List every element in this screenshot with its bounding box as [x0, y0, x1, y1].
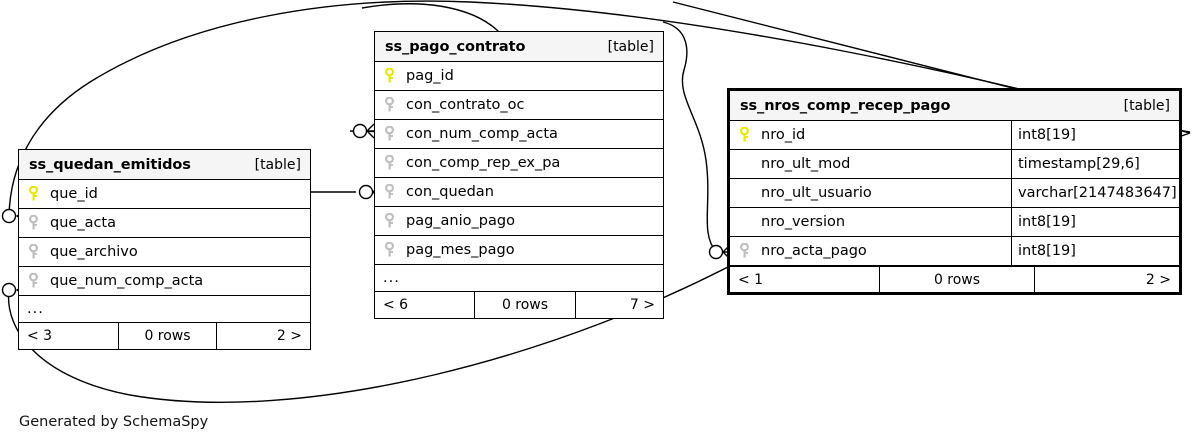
zero-marker [708, 244, 724, 260]
next-page-button[interactable]: 2 > [276, 328, 302, 344]
row-count-label: 0 rows [119, 323, 217, 349]
zero-marker [352, 123, 368, 139]
table-row[interactable]: que_id [19, 180, 310, 209]
column-cell: nro_ult_mod [730, 150, 1012, 178]
table-row[interactable]: con_contrato_oc [375, 91, 663, 120]
foreign-key-icon [384, 213, 406, 229]
primary-key-icon [384, 68, 406, 84]
table-ss-quedan-emitidos[interactable]: ss_quedan_emitidos [table] que_id que_ac… [18, 149, 311, 350]
column-cell: que_archivo [19, 238, 310, 266]
foreign-key-icon [28, 273, 50, 289]
column-cell: nro_id [730, 121, 1012, 149]
table-header: ss_nros_comp_recep_pago [table] [730, 91, 1179, 121]
table-footer: < 6 0 rows 7 > [375, 292, 663, 318]
foreign-key-icon [384, 155, 406, 171]
prev-page-button[interactable]: < 1 [730, 267, 880, 292]
column-cell: con_num_comp_acta [375, 120, 663, 148]
column-name: pag_mes_pago [406, 242, 515, 258]
edge-nros-nro-acta-pago [662, 21, 717, 253]
foreign-key-icon [384, 97, 406, 113]
table-ss-pago-contrato[interactable]: ss_pago_contrato [table] pag_id con_cont… [374, 31, 664, 319]
table-row[interactable]: que_acta [19, 209, 310, 238]
column-type: varchar[2147483647] [1018, 185, 1177, 201]
column-name: nro_ult_mod [761, 156, 851, 172]
table-row[interactable]: que_archivo [19, 238, 310, 267]
column-cell: con_quedan [375, 178, 663, 206]
foreign-key-icon [384, 126, 406, 142]
column-cell: pag_anio_pago [375, 207, 663, 235]
foreign-key-icon [739, 243, 761, 259]
column-cell: nro_ult_usuario [730, 179, 1012, 207]
next-page-button[interactable]: 2 > [1145, 271, 1171, 288]
foreign-key-icon [28, 244, 50, 260]
column-cell: nro_version [730, 208, 1012, 236]
foreign-key-icon [384, 184, 406, 200]
primary-key-icon [28, 186, 50, 202]
column-cell: con_contrato_oc [375, 91, 663, 119]
table-footer: < 3 0 rows 2 > [19, 323, 310, 349]
column-name: que_acta [50, 215, 116, 231]
column-name: que_id [50, 186, 98, 202]
table-row[interactable]: con_comp_rep_ex_pa [375, 149, 663, 178]
column-cell: nro_acta_pago [730, 237, 1012, 265]
table-footer: < 1 0 rows 2 > [730, 266, 1179, 292]
table-row[interactable]: nro_ult_usuario varchar[2147483647] [730, 179, 1179, 208]
column-name: que_num_comp_acta [50, 273, 204, 289]
prev-page-button[interactable]: < 6 [375, 292, 475, 318]
column-name: pag_anio_pago [406, 213, 515, 229]
column-name: con_comp_rep_ex_pa [406, 155, 561, 171]
column-name: nro_id [761, 127, 806, 143]
next-page-button[interactable]: 7 > [629, 297, 655, 313]
table-row[interactable]: que_num_comp_acta [19, 267, 310, 296]
truncated-columns-indicator: ... [19, 296, 310, 323]
column-cell: que_id [19, 180, 310, 208]
column-type: int8[19] [1018, 127, 1076, 143]
table-row[interactable]: pag_id [375, 62, 663, 91]
zero-marker [358, 184, 374, 200]
column-name: nro_ult_usuario [761, 185, 872, 201]
table-row[interactable]: nro_acta_pago int8[19] [730, 237, 1179, 266]
truncated-columns-indicator: ... [375, 265, 663, 292]
row-count-label: 0 rows [475, 292, 576, 318]
table-title: ss_pago_contrato [385, 38, 526, 55]
column-name: nro_version [761, 214, 846, 230]
foreign-key-icon [384, 242, 406, 258]
table-kind-label: [table] [607, 38, 654, 55]
table-title: ss_nros_comp_recep_pago [740, 97, 951, 114]
table-row[interactable]: pag_mes_pago [375, 236, 663, 265]
table-header: ss_pago_contrato [table] [375, 32, 663, 62]
column-type: int8[19] [1018, 243, 1076, 259]
table-kind-label: [table] [254, 156, 301, 173]
column-name: nro_acta_pago [761, 243, 867, 259]
generated-by-caption: Generated by SchemaSpy [19, 414, 209, 430]
table-kind-label: [table] [1123, 97, 1170, 114]
table-row[interactable]: pag_anio_pago [375, 207, 663, 236]
zero-marker [1, 208, 17, 224]
column-cell: que_acta [19, 209, 310, 237]
column-name: con_contrato_oc [406, 97, 525, 113]
prev-page-button[interactable]: < 3 [19, 323, 119, 349]
column-name: con_quedan [406, 184, 494, 200]
column-cell: pag_mes_pago [375, 236, 663, 264]
column-name: que_archivo [50, 244, 138, 260]
table-title: ss_quedan_emitidos [29, 156, 191, 173]
table-row[interactable]: nro_id int8[19] [730, 121, 1179, 150]
zero-marker [1, 282, 17, 298]
primary-key-icon [739, 127, 761, 143]
table-row[interactable]: nro_ult_mod timestamp[29,6] [730, 150, 1179, 179]
foreign-key-icon [28, 215, 50, 231]
table-row[interactable]: con_num_comp_acta [375, 120, 663, 149]
column-cell: pag_id [375, 62, 663, 90]
column-type: int8[19] [1018, 214, 1076, 230]
table-row[interactable]: con_quedan [375, 178, 663, 207]
row-count-label: 0 rows [880, 267, 1035, 292]
table-header: ss_quedan_emitidos [table] [19, 150, 310, 180]
column-name: pag_id [406, 68, 454, 84]
table-ss-nros-comp-recep-pago[interactable]: ss_nros_comp_recep_pago [table] nro_id i… [727, 88, 1182, 295]
column-type: timestamp[29,6] [1018, 156, 1140, 172]
column-cell: con_comp_rep_ex_pa [375, 149, 663, 177]
column-name: con_num_comp_acta [406, 126, 558, 142]
table-row[interactable]: nro_version int8[19] [730, 208, 1179, 237]
column-cell: que_num_comp_acta [19, 267, 310, 295]
